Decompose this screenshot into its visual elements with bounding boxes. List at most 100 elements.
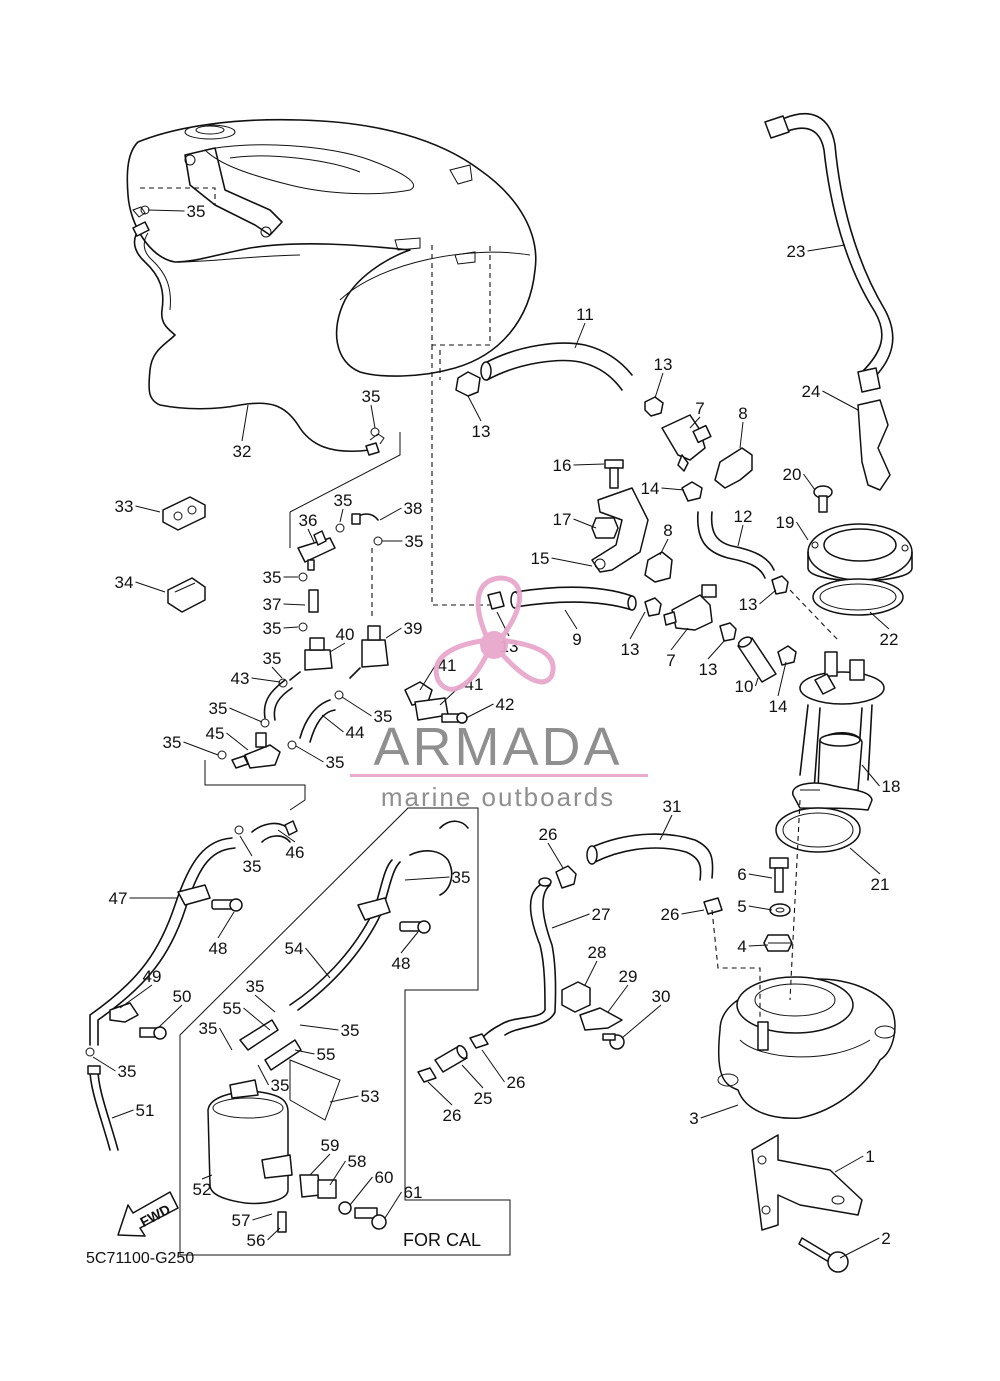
callout-18: 18 — [882, 777, 901, 796]
callout-29: 29 — [619, 967, 638, 986]
callout-60: 60 — [375, 1168, 394, 1187]
leader-line-22 — [869, 611, 890, 630]
fuel-pump-18 — [792, 651, 885, 811]
callout-17: 17 — [553, 510, 572, 529]
pipe-25 — [434, 1044, 468, 1073]
breather-joint-36 — [297, 530, 336, 571]
leader-line-3 — [700, 1104, 739, 1119]
leader-line-19 — [796, 521, 809, 541]
leader-line-45 — [226, 732, 249, 751]
callout-28: 28 — [588, 943, 607, 962]
callout-26: 26 — [443, 1106, 462, 1125]
leader-line-36 — [307, 528, 315, 543]
hose-12 — [696, 511, 775, 579]
leader-line-18 — [861, 764, 880, 787]
inset-label: FOR CAL — [403, 1230, 481, 1250]
callout-59: 59 — [321, 1136, 340, 1155]
leader-line-4 — [748, 944, 769, 947]
damper-28 — [561, 981, 591, 1013]
leader-line-35 — [299, 1024, 339, 1031]
breather-pipe-32 — [132, 206, 385, 456]
leader-line-15 — [551, 557, 593, 567]
callout-35: 35 — [263, 649, 282, 668]
pipe-37 — [308, 589, 319, 613]
leader-line-7 — [689, 416, 701, 429]
watermark-divider — [350, 774, 648, 777]
clip-41 — [404, 681, 449, 721]
callout-35: 35 — [326, 753, 345, 772]
leader-line-35 — [295, 745, 324, 763]
leader-line-35 — [219, 1027, 233, 1051]
callout-53: 53 — [361, 1087, 380, 1106]
leader-line-26 — [547, 842, 564, 869]
diagram-code: 5C71100-G250 — [86, 1250, 194, 1267]
callout-1: 1 — [865, 1147, 874, 1166]
leader-line-60 — [349, 1176, 373, 1206]
clip-33 — [162, 496, 206, 531]
callout-15: 15 — [531, 549, 550, 568]
leader-line-29 — [607, 984, 629, 1013]
callout-26: 26 — [507, 1073, 526, 1092]
bolt-20 — [813, 485, 833, 513]
leader-line-14 — [777, 661, 787, 697]
callout-35: 35 — [341, 1021, 360, 1040]
callout-8: 8 — [738, 404, 747, 423]
leader-line-8 — [659, 538, 669, 556]
hose-23 — [764, 113, 894, 393]
leader-line-48 — [217, 911, 235, 939]
clip-14 — [681, 481, 797, 666]
bolt-48-left — [211, 898, 243, 912]
housing-3 — [717, 976, 896, 1119]
leader-line-35 — [370, 404, 376, 429]
leader-line-35 — [257, 1064, 269, 1086]
leader-line-61 — [384, 1191, 402, 1219]
callout-35: 35 — [374, 707, 393, 726]
clip-13-group — [487, 396, 789, 642]
callout-6: 6 — [737, 865, 746, 884]
leader-line-12 — [737, 524, 744, 547]
callout-42: 42 — [496, 695, 515, 714]
leader-line-52 — [201, 1174, 213, 1180]
hose-9 — [510, 586, 637, 611]
leader-line-41 — [419, 664, 436, 691]
callout-13: 13 — [654, 355, 673, 374]
leader-line-49 — [119, 984, 153, 1009]
callout-37: 37 — [263, 595, 282, 614]
leader-line-2 — [839, 1237, 880, 1259]
leader-line-37 — [283, 603, 306, 606]
callout-3: 3 — [689, 1109, 698, 1128]
leader-line-9 — [564, 609, 578, 630]
callout-26: 26 — [539, 825, 558, 844]
leader-line-35 — [341, 696, 372, 717]
callout-35: 35 — [209, 699, 228, 718]
callout-26: 26 — [661, 905, 680, 924]
joint-7-upper — [661, 414, 712, 472]
callout-48: 48 — [209, 939, 228, 958]
callout-23: 23 — [787, 242, 806, 261]
leader-line-57 — [252, 1213, 273, 1221]
leader-line-32 — [241, 404, 249, 442]
callout-leader-lines — [92, 209, 890, 1259]
callout-35: 35 — [452, 868, 471, 887]
callout-13: 13 — [621, 640, 640, 659]
leader-line-56 — [267, 1227, 281, 1241]
callout-54: 54 — [285, 939, 304, 958]
leader-line-51 — [111, 1109, 134, 1119]
callout-56: 56 — [247, 1231, 266, 1250]
bracket-49 — [109, 1002, 139, 1023]
bracket-15 — [591, 487, 649, 573]
callout-22: 22 — [880, 630, 899, 649]
hose-43 — [263, 679, 293, 721]
callout-35: 35 — [246, 977, 265, 996]
callout-44: 44 — [346, 723, 365, 742]
callout-57: 57 — [232, 1211, 251, 1230]
callout-32: 32 — [233, 442, 252, 461]
callout-5: 5 — [737, 897, 746, 916]
california-inset — [179, 807, 511, 1256]
callout-35: 35 — [199, 1019, 218, 1038]
leader-line-55 — [294, 1049, 315, 1055]
hose-44 — [299, 699, 336, 743]
callout-7: 7 — [695, 399, 704, 418]
leader-line-13 — [629, 611, 646, 640]
